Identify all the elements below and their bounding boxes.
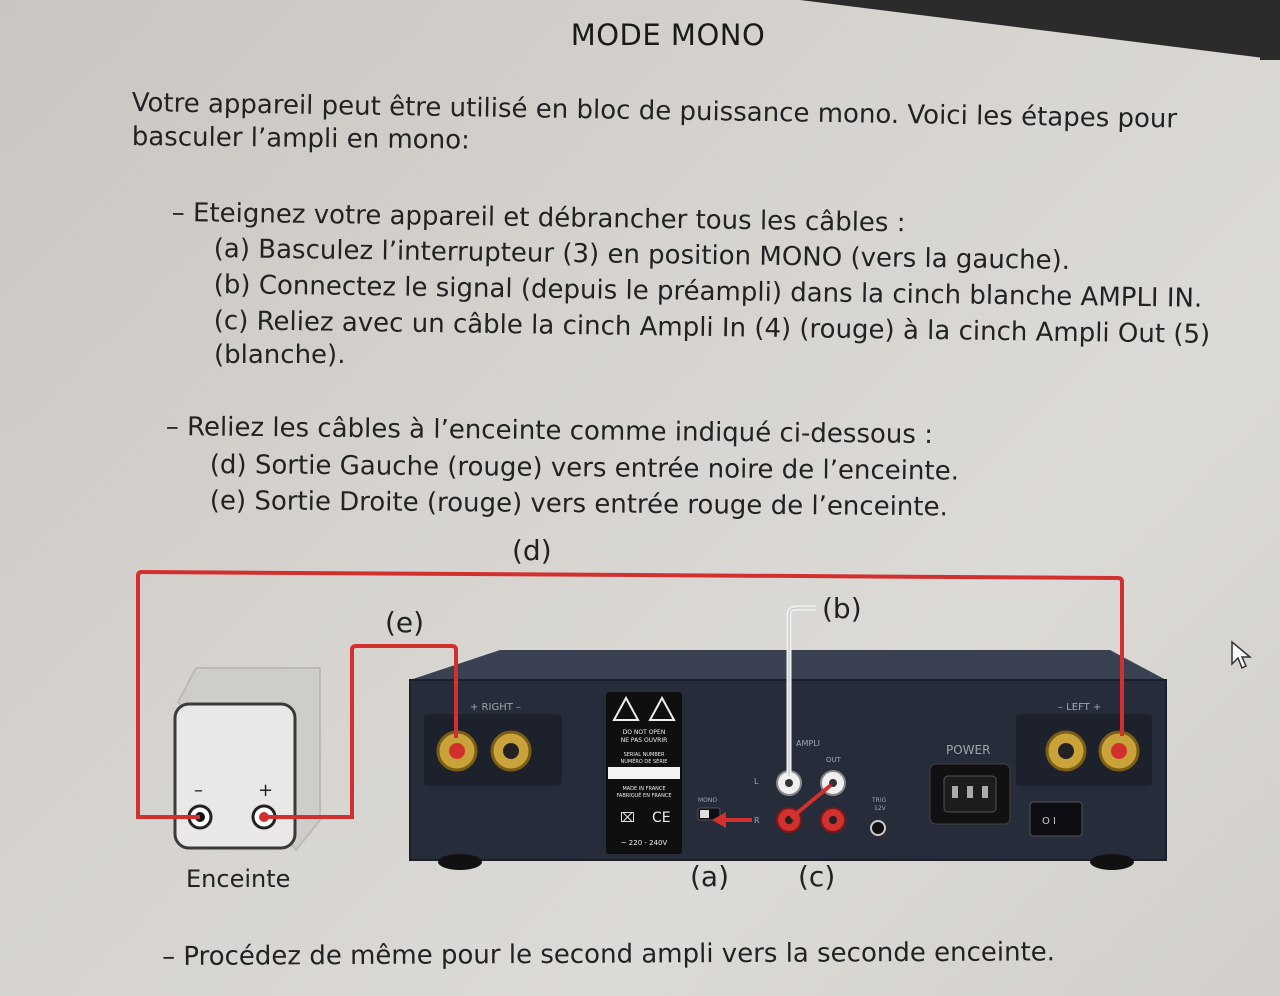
left-terminals-label: – LEFT + xyxy=(1058,702,1101,713)
mono-label: MONO xyxy=(698,797,717,804)
trig-label: TRIG xyxy=(871,797,887,804)
speaker-minus-label: – xyxy=(194,780,203,801)
r-label: R xyxy=(754,816,760,825)
speaker-label: Enceinte xyxy=(186,865,290,893)
step-c-line-2: (blanche). xyxy=(214,340,346,370)
sticker-text-3: SERIAL NUMBER xyxy=(624,752,665,758)
label-e: (e) xyxy=(385,606,424,639)
wiring-diagram: (d) (e) (b) (a) (c) – + Enceinte + RIGHT… xyxy=(136,534,1167,893)
trig-volt-label: 12V xyxy=(874,805,887,812)
page-title: MODE MONO xyxy=(570,18,766,52)
trig-jack xyxy=(870,820,886,836)
label-b: (b) xyxy=(822,592,862,625)
dark-corner-decoration xyxy=(800,0,1280,60)
voltage-label: ~ 220 - 240V xyxy=(621,839,668,847)
sticker-text-6: FABRIQUÉ EN FRANCE xyxy=(616,791,671,799)
speaker-plus-label: + xyxy=(258,780,273,801)
ce-mark: CE xyxy=(652,810,671,826)
step-d: (d) Sortie Gauche (rouge) vers entrée no… xyxy=(209,449,960,487)
sticker-text-4: NUMÉRO DE SÉRIE xyxy=(621,757,668,765)
power-label: POWER xyxy=(946,743,990,757)
l-label: L xyxy=(754,777,759,786)
label-a: (a) xyxy=(690,860,729,893)
sticker-text-5: MADE IN FRANCE xyxy=(622,786,665,792)
dark-corner-edge xyxy=(1260,0,1280,60)
power-switch xyxy=(1029,801,1083,837)
label-c: (c) xyxy=(798,860,835,893)
step-group-2-heading: – Reliez les câbles à l’enceinte comme i… xyxy=(165,411,934,451)
out-label: OUT xyxy=(826,756,842,764)
cable-e xyxy=(264,644,458,819)
sticker-text-2: NE PAS OUVRIR xyxy=(621,737,668,744)
weee-icon: ⌧ xyxy=(620,811,635,826)
mouse-cursor-icon xyxy=(1231,640,1253,670)
final-instruction: – Procédez de même pour le second ampli … xyxy=(162,937,1056,972)
right-terminals-label: + RIGHT – xyxy=(470,702,521,713)
ampli-label: AMPLI xyxy=(796,739,820,748)
intro-line-2: basculer l’ampli en mono: xyxy=(131,121,470,156)
label-d: (d) xyxy=(512,534,552,567)
step-e: (e) Sortie Droite (rouge) vers entrée ro… xyxy=(209,485,948,523)
speaker: – + Enceinte xyxy=(173,667,321,893)
cable-d xyxy=(136,569,1124,819)
power-switch-label: O I xyxy=(1042,816,1056,827)
sticker-text-1: DO NOT OPEN xyxy=(623,729,666,736)
cable-c xyxy=(789,783,833,820)
